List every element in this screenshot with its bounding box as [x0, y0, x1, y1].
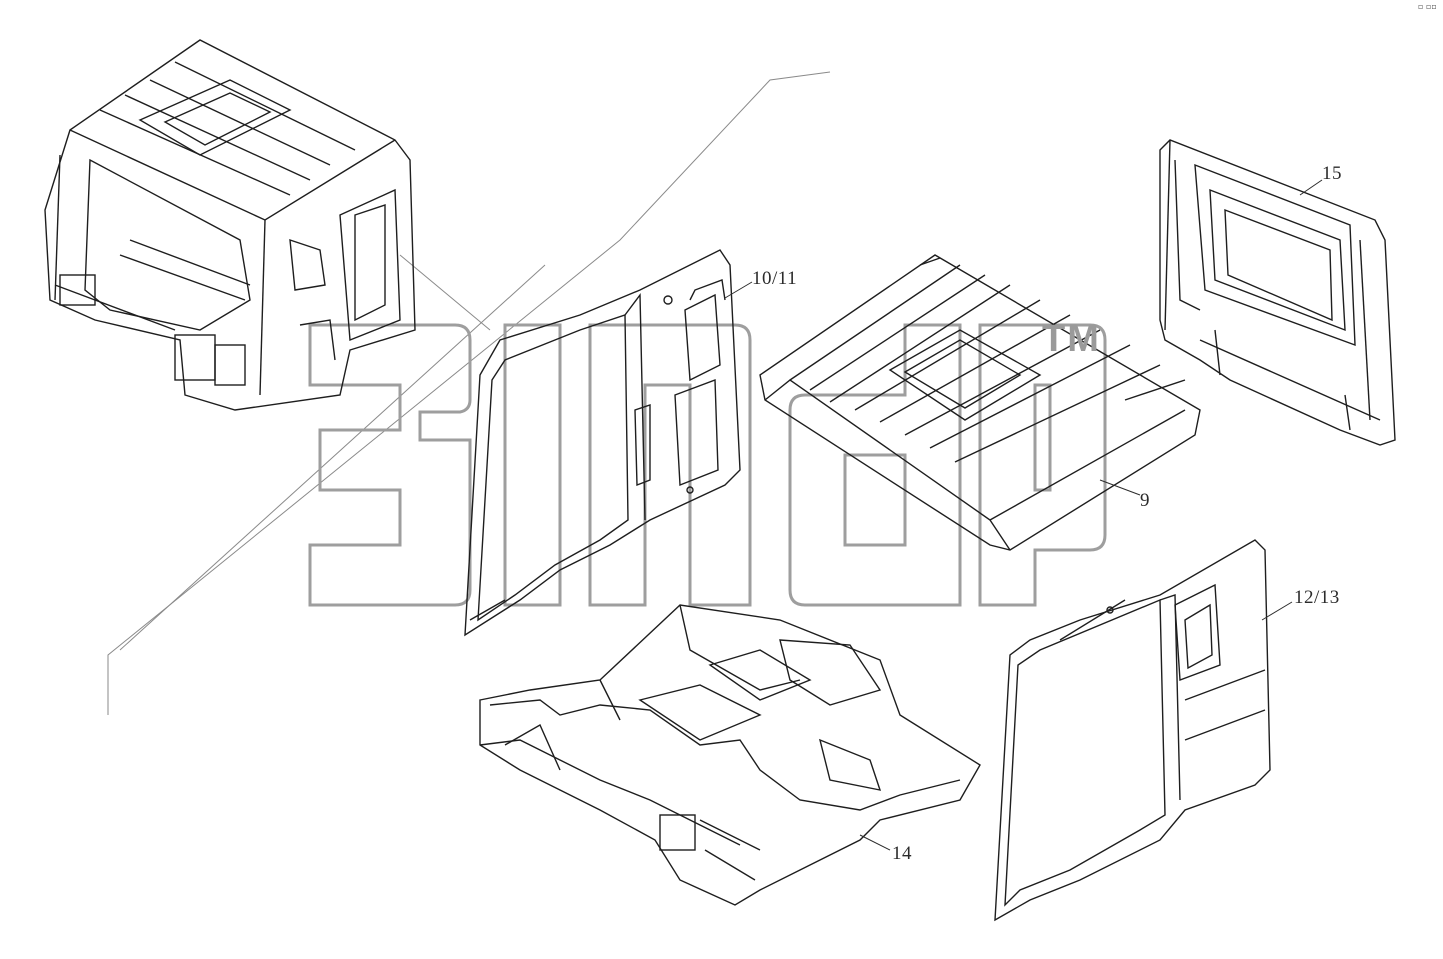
leader-lines: [724, 179, 1323, 851]
part-label-door-left: 10/11: [752, 268, 798, 289]
watermark-logo: [308, 323, 1107, 607]
corner-mark: ▫ ▫▫: [1418, 2, 1437, 11]
rear-wall-panel: [1159, 139, 1396, 446]
part-label-roof: 9: [1140, 490, 1150, 511]
part-label-rear-wall: 15: [1322, 163, 1342, 184]
side-panel-left: [464, 249, 741, 637]
part-label-door-right: 12/13: [1294, 587, 1340, 608]
watermark-trademark: TM: [1042, 318, 1101, 360]
roof-panel: [759, 254, 1201, 551]
cab-assembly: [44, 39, 416, 411]
side-panel-right: [994, 539, 1271, 922]
floor-panel: [479, 604, 981, 906]
assembly-guide-lines: [107, 71, 831, 715]
part-label-floor: 14: [892, 843, 912, 864]
